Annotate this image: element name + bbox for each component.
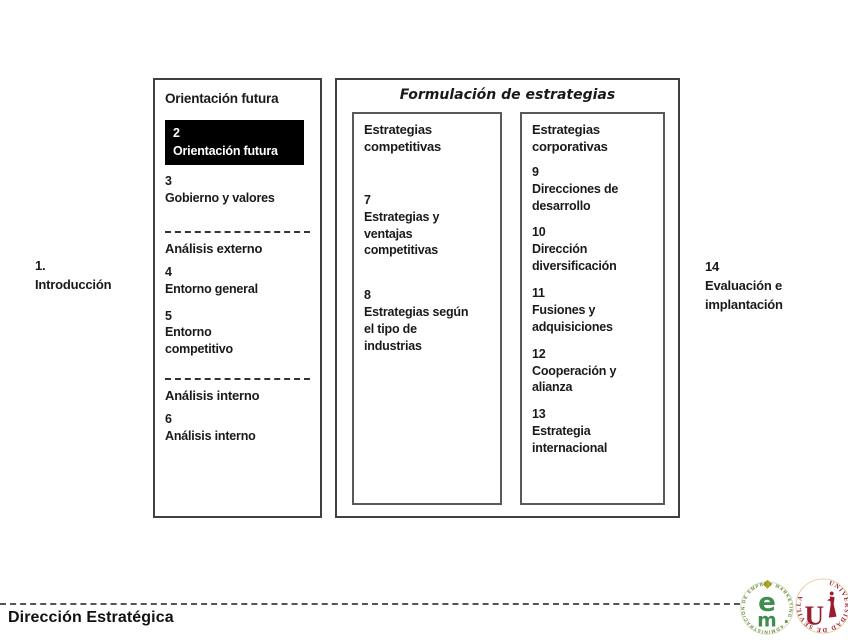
us-logo-letter-u: U xyxy=(805,600,825,630)
topic-2-label: Orientación futura xyxy=(173,143,278,158)
note-evaluacion: 14 Evaluación e implantación xyxy=(705,258,797,315)
topic-13-label: Estrategia internacional xyxy=(532,424,608,456)
topic-12-label: Cooperación y alianza xyxy=(532,363,617,395)
section-analisis-externo: Análisis externo xyxy=(165,240,263,256)
competitive-strategies-box: Estrategias competitivas 7 Estrategias y… xyxy=(352,112,502,505)
orientation-box-title: Orientación futura xyxy=(165,91,279,106)
topic-4: 4 Entorno general xyxy=(165,264,310,298)
topic-3: 3 Gobierno y valores xyxy=(165,173,310,207)
topic-7-number: 7 xyxy=(364,192,371,207)
highlighted-topic-2: 2 Orientación futura xyxy=(165,120,304,165)
topic-5-number: 5 xyxy=(165,308,172,323)
em-logo-letter-m: m xyxy=(757,611,776,632)
topic-7-label: Estrategias y ventajas competitivas xyxy=(364,209,440,258)
topic-6: 6 Análisis interno xyxy=(165,411,310,445)
us-logo-giraldillo-figure xyxy=(826,591,837,618)
topic-8-number: 8 xyxy=(364,288,371,303)
topic-4-number: 4 xyxy=(165,264,172,279)
universidad-sevilla-logo-icon: UNIVERSIDAD DE SEVILLA U xyxy=(794,577,848,634)
topic-4-label: Entorno general xyxy=(165,281,258,296)
dashed-divider xyxy=(165,230,310,233)
topic-12-number: 12 xyxy=(532,346,546,361)
formulation-box: Formulación de estrategias Estrategias c… xyxy=(335,78,680,518)
topic-3-number: 3 xyxy=(165,174,172,188)
topic-6-number: 6 xyxy=(165,412,172,427)
topic-3-label: Gobierno y valores xyxy=(165,190,275,205)
formulation-box-title: Formulación de estrategias xyxy=(399,87,616,103)
topic-10: 10 Dirección diversificación xyxy=(532,224,653,275)
note-introduccion-label: Introducción xyxy=(35,276,112,292)
note-evaluacion-label: Evaluación e implantación xyxy=(705,277,783,312)
note-evaluacion-number: 14 xyxy=(705,259,720,274)
topic-12: 12 Cooperación y alianza xyxy=(532,346,653,397)
dashed-divider xyxy=(165,378,310,381)
topic-5-label: Entorno competitivo xyxy=(165,325,233,357)
topic-6-label: Análisis interno xyxy=(165,429,256,443)
topic-5: 5 Entorno competitivo xyxy=(165,308,310,359)
topic-13: 13 Estrategia internacional xyxy=(532,406,653,457)
topic-2-number: 2 xyxy=(173,126,180,140)
em-logo-letter-e: e xyxy=(758,588,776,618)
note-introduccion: 1. Introducción xyxy=(35,257,135,295)
topic-13-number: 13 xyxy=(532,407,546,422)
topic-8: 8 Estrategias según el tipo de industria… xyxy=(364,287,490,355)
topic-11-number: 11 xyxy=(532,286,545,301)
topic-10-label: Dirección diversificación xyxy=(532,242,617,274)
em-business-school-logo-icon: Y MARKETING ◆ ADMINISTRACIÓN DE EMPRESAS… xyxy=(737,576,795,636)
topic-10-number: 10 xyxy=(532,225,546,240)
topic-9-number: 9 xyxy=(532,164,539,179)
footer-course-title: Dirección Estratégica xyxy=(8,609,174,626)
note-introduccion-number: 1. xyxy=(35,258,46,273)
orientation-box: Orientación futura 2 Orientación futura … xyxy=(153,78,322,518)
topic-11: 11 Fusiones y adquisiciones xyxy=(532,285,653,336)
section-analisis-interno: Análisis interno xyxy=(165,388,260,404)
topic-9: 9 Direcciones de desarrollo xyxy=(532,164,653,215)
corporate-strategies-box: Estrategias corporativas 9 Direcciones d… xyxy=(520,112,665,505)
footer-dashed-line xyxy=(0,603,750,605)
competitive-box-title: Estrategias competitivas xyxy=(364,122,442,154)
topic-9-label: Direcciones de desarrollo xyxy=(532,181,619,213)
topic-11-label: Fusiones y adquisiciones xyxy=(532,302,613,334)
topic-8-label: Estrategias según el tipo de industrias xyxy=(364,305,469,353)
topic-7: 7 Estrategias y ventajas competitivas xyxy=(364,192,490,260)
corporate-box-title: Estrategias corporativas xyxy=(532,122,608,154)
